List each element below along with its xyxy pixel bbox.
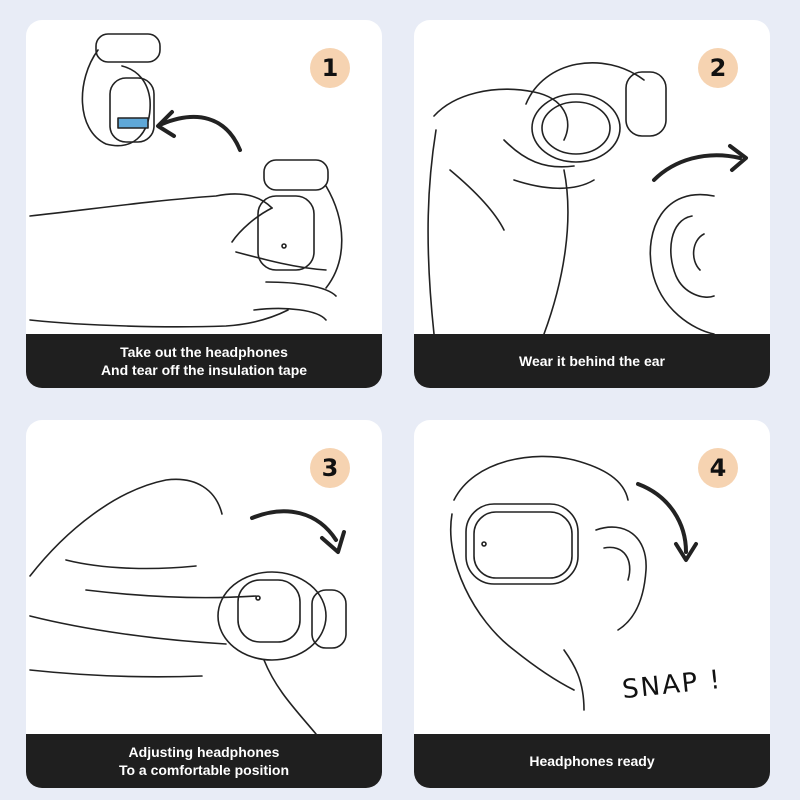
step-3-illustration (26, 420, 382, 734)
step-4-illustration (414, 420, 770, 734)
step-1-illustration (26, 20, 382, 334)
step-card-2: 2 Wear it behind the ear (414, 20, 770, 388)
earbud-hook-icon (626, 72, 666, 136)
caption-line-1: Wear it behind the ear (519, 353, 665, 369)
caption-line-1: Headphones ready (529, 753, 655, 769)
step-caption: Take out the headphones And tear off the… (26, 334, 382, 388)
step-number-badge: 4 (698, 448, 738, 488)
step-caption: Adjusting headphones To a comfortable po… (26, 734, 382, 788)
earbud-hook-icon (96, 34, 160, 62)
insulation-tape-icon (118, 118, 148, 128)
step-number-badge: 2 (698, 48, 738, 88)
step-card-1: 1 Take out the headphones And tear off t… (26, 20, 382, 388)
caption-line-1: Take out the headphones (120, 344, 288, 360)
step-number-badge: 3 (310, 448, 350, 488)
step-card-4: SNAP ! 4 Headphones ready (414, 420, 770, 788)
caption-line-2: And tear off the insulation tape (100, 362, 308, 378)
step-caption: Headphones ready (414, 734, 770, 788)
step-number-badge: 1 (310, 48, 350, 88)
caption-line-1: Adjusting headphones (128, 744, 280, 760)
step-2-illustration (414, 20, 770, 334)
step-caption: Wear it behind the ear (414, 334, 770, 388)
caption-line-2: To a comfortable position (118, 762, 290, 778)
step-card-3: 3 Adjusting headphones To a comfortable … (26, 420, 382, 788)
